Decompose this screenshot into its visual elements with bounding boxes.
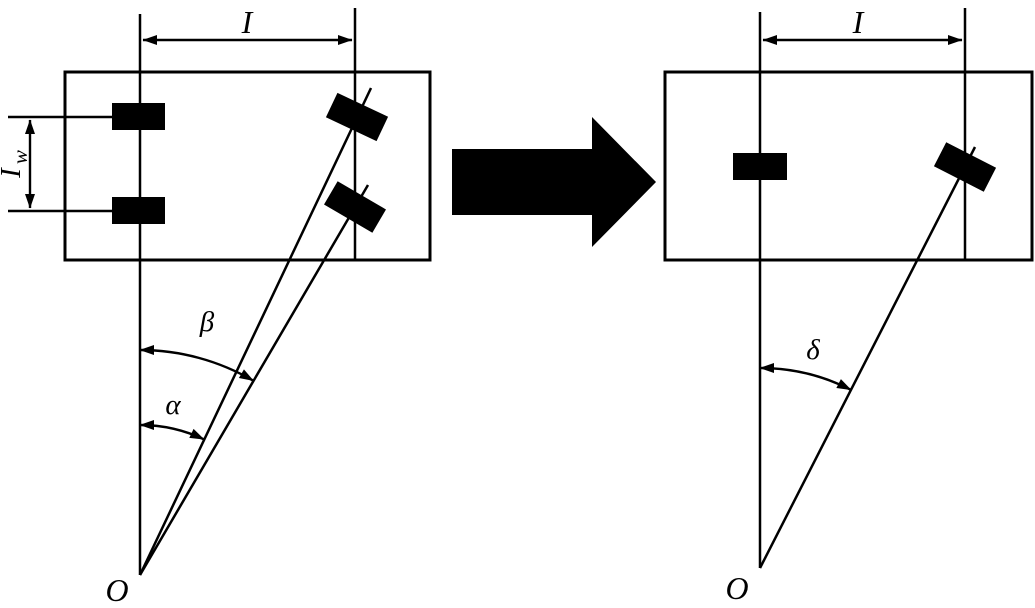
vehicle-body: [663, 70, 1034, 262]
steering-axis: [758, 146, 977, 569]
four-wheel-steering-diagram: I I w β α O: [0, 4, 432, 608]
transition-arrow-icon: [452, 117, 656, 247]
front-wheel-near: [324, 181, 386, 233]
delta-angle-arc: [759, 362, 852, 391]
delta-label: δ: [806, 334, 820, 366]
front-wheel-far: [325, 92, 389, 142]
rear-wheel: [733, 153, 787, 180]
turn-center-label: O: [105, 572, 128, 608]
turn-center-label: O: [725, 570, 748, 606]
wheelbase-label: I: [241, 4, 254, 40]
wheelbase-label: I: [852, 4, 865, 40]
rear-wheel-near: [112, 197, 165, 224]
alpha-label: α: [165, 389, 181, 421]
beta-angle-arc: [139, 345, 255, 382]
track-width-label: I w: [0, 150, 32, 179]
bicycle-steering-diagram: I δ O: [663, 4, 1034, 606]
steering-axis-far-wheel: [138, 87, 373, 576]
beta-label: β: [199, 306, 215, 338]
vehicle-body: [63, 70, 432, 262]
alpha-angle-arc: [139, 420, 205, 441]
rear-wheel-far: [112, 103, 165, 130]
track-width-label-main: I: [0, 167, 27, 179]
track-width-label-subscript: w: [8, 150, 32, 164]
front-wheel: [933, 142, 997, 192]
steering-axis-near-wheel: [138, 184, 370, 576]
